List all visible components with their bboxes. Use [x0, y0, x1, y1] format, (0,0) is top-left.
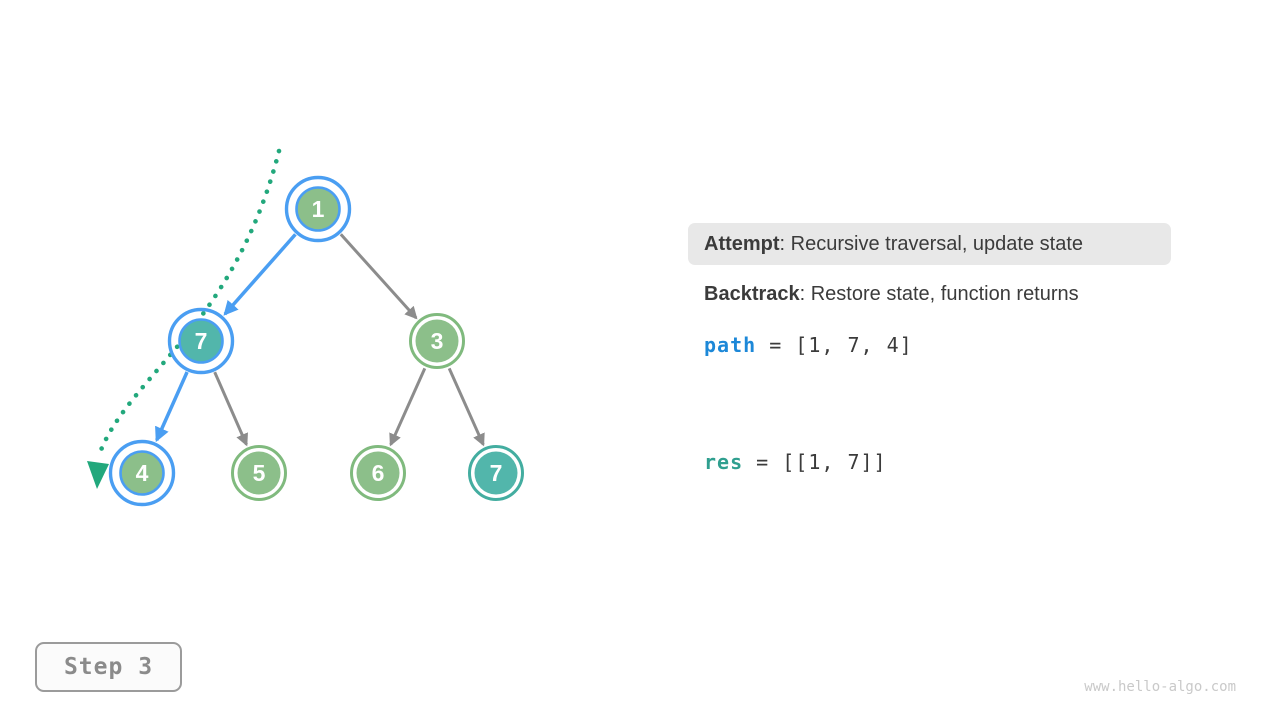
path-variable-value: = [1, 7, 4]	[756, 333, 913, 357]
attempt-callout: Attempt: Recursive traversal, update sta…	[688, 223, 1171, 265]
traversal-trace-arrowhead	[87, 461, 109, 489]
tree-node-value: 7	[195, 328, 208, 354]
path-variable-name: path	[704, 333, 757, 357]
edge-3-7	[447, 367, 485, 447]
tree-node-value: 1	[312, 196, 325, 222]
attempt-label: Attempt	[704, 233, 780, 255]
tree-node-5: 5	[231, 445, 287, 501]
tree-node-7-left: 7	[167, 307, 235, 375]
tree-node-4: 4	[108, 439, 176, 507]
tree-node-root-1: 1	[284, 175, 352, 243]
tree-node-6: 6	[350, 445, 406, 501]
step-badge: Step 3	[35, 642, 182, 692]
tree-node-7-right: 7	[468, 445, 524, 501]
backtrack-line: Backtrack: Restore state, function retur…	[704, 281, 1079, 307]
backtrack-label: Backtrack	[704, 283, 800, 305]
edge-1-7	[223, 233, 297, 316]
backtrack-text: : Restore state, function returns	[799, 283, 1079, 305]
tree-node-3: 3	[409, 313, 465, 369]
edge-7-4	[155, 371, 189, 443]
path-variable-line: path = [1, 7, 4]	[704, 332, 913, 358]
res-variable-value: = [[1, 7]]	[743, 450, 887, 474]
tree-node-value: 4	[136, 460, 149, 486]
tree-node-value: 5	[253, 460, 266, 486]
edge-1-3	[339, 233, 418, 320]
watermark: www.hello-algo.com	[1084, 679, 1236, 695]
step-badge-label: Step 3	[63, 654, 154, 680]
attempt-text: : Recursive traversal, update state	[779, 233, 1084, 255]
binary-tree-diagram: 1 7 3 4 5 6 7	[87, 148, 524, 507]
res-variable-line: res = [[1, 7]]	[704, 449, 887, 475]
edge-3-6	[389, 367, 427, 447]
tree-node-value: 3	[431, 328, 444, 354]
tree-node-value: 7	[490, 460, 503, 486]
edge-7-5	[213, 371, 248, 447]
tree-node-value: 6	[372, 460, 385, 486]
traversal-trace-dotted-path	[98, 148, 282, 453]
res-variable-name: res	[704, 450, 744, 474]
